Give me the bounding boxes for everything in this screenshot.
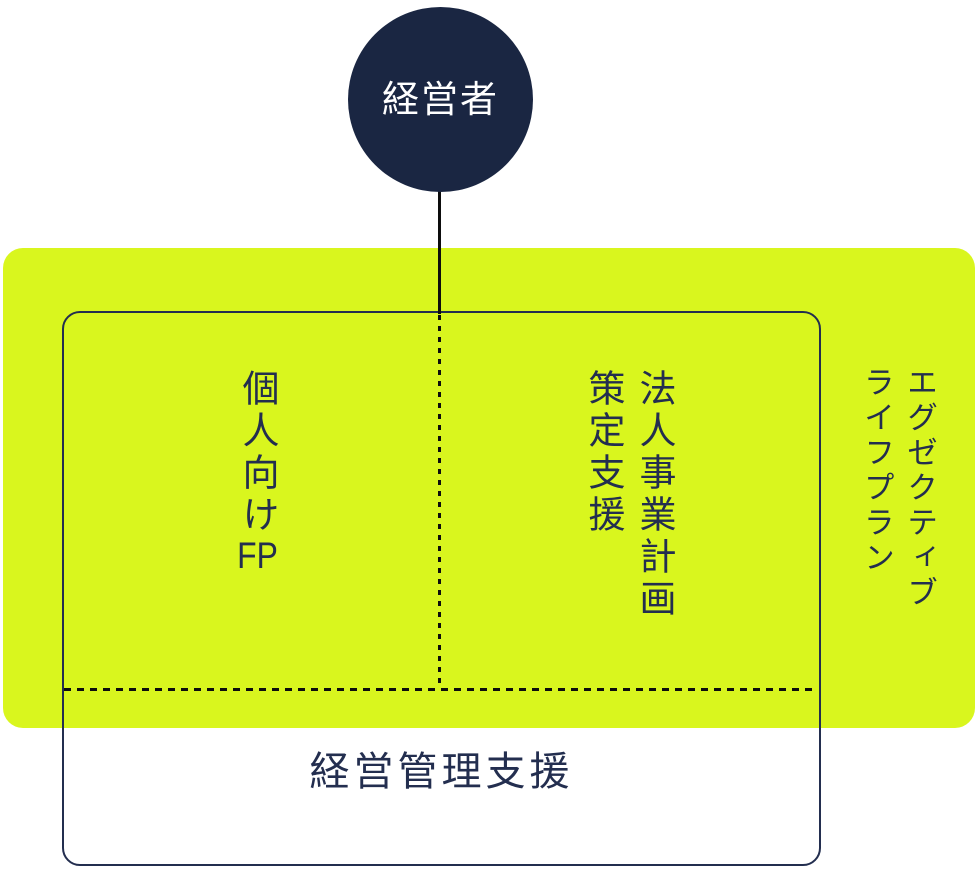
vertical-dotted-divider	[438, 315, 441, 689]
personal-fp-label: 個人向けFP	[237, 369, 278, 574]
executive-circle-label: 経営者	[382, 79, 499, 120]
executive-lifeplan-label-col1: エグゼクティブ	[902, 366, 937, 611]
management-support-frame	[62, 311, 821, 866]
horizontal-dotted-divider	[64, 688, 813, 691]
executive-lifeplan-label-col2: ライフプラン	[859, 366, 894, 576]
personal-fp-label-main: 個人向け	[237, 369, 278, 537]
personal-fp-label-latin: FP	[237, 537, 278, 574]
executive-circle-node: 経営者	[348, 7, 533, 192]
management-support-label: 経営管理支援	[309, 750, 574, 794]
corporate-plan-label-col1: 法人事業計画	[634, 369, 675, 621]
connector-line	[438, 186, 441, 314]
corporate-plan-label-col2: 策定支援	[583, 369, 624, 537]
